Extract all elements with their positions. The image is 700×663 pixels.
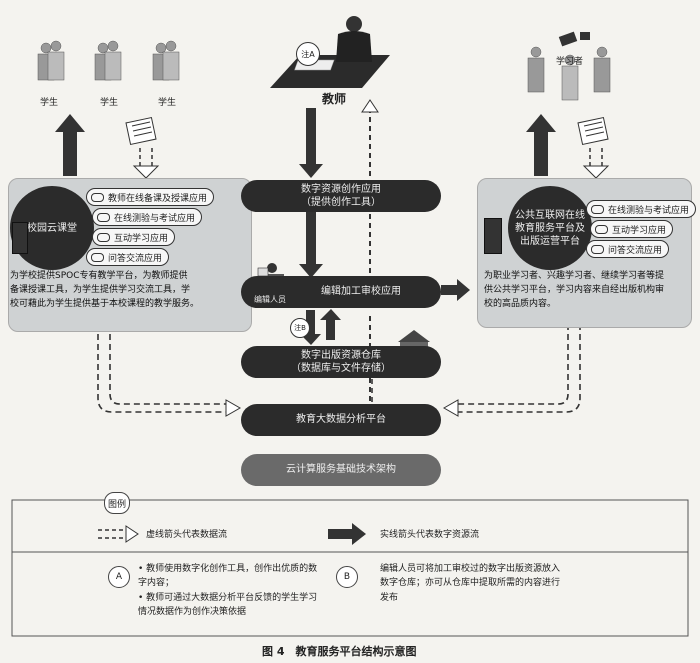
legend-dashed-text: 虚线箭头代表数据流 (146, 530, 228, 540)
arrow-head-teacher-down (299, 164, 323, 178)
student-label-2: 学生 (100, 98, 119, 108)
server-icon-left (12, 222, 28, 254)
left-app-3: 互动学习应用 (92, 228, 176, 246)
student-label-3: 学生 (158, 98, 177, 108)
right-app-3: 问答交流应用 (586, 240, 670, 258)
legend-note-b-marker: B (336, 566, 358, 588)
legend-note-b: 编辑人员可将加工审校过的数字出版资源放入 数字仓库；亦可从仓库中提取所需的内容进… (380, 564, 561, 603)
arrow-to-learners (534, 130, 548, 176)
app-icon (591, 204, 604, 214)
marker-a: 注A (296, 42, 320, 66)
app-icon (91, 192, 104, 202)
arrow-shaft-create-edit (306, 210, 316, 266)
app-icon (97, 232, 110, 242)
server-icon-right (484, 218, 502, 254)
legend-title: 图例 (104, 492, 130, 514)
arrow-shaft-teacher-down (306, 108, 316, 164)
left-disc-label: 校园云课堂 (27, 222, 77, 234)
editor-label: 编辑人员 (254, 295, 286, 304)
learners-group-icon (520, 30, 620, 110)
left-panel-description: 为学校提供SPOC专有教学平台，为教师提供 备课授课工具，为学生提供学习交流工具… (10, 271, 200, 309)
left-app-4: 问答交流应用 (86, 248, 170, 266)
analytics-bar: 教育大数据分析平台 (241, 404, 441, 436)
students-group-icon (28, 40, 198, 92)
right-app-2: 互动学习应用 (590, 220, 674, 238)
create-app-bar: 数字资源创作应用 （提供创作工具） (241, 180, 441, 212)
edit-app-bar: 编辑加工审校应用 (241, 276, 441, 308)
legend-dashed-arrow-icon (98, 525, 139, 543)
app-icon (595, 224, 608, 234)
learner-label: 学习者 (556, 57, 584, 67)
arrow-to-students (63, 130, 77, 176)
student-label-1: 学生 (40, 98, 59, 108)
legend-note-a: • 教师使用数字化创作工具，创作出优质的数 字内容； • 教师可通过大数据分析平… (138, 564, 318, 618)
left-app-1: 教师在线备课及授课应用 (86, 188, 215, 206)
left-app-2: 在线测验与考试应用 (92, 208, 203, 226)
arrow-head-create-edit (299, 264, 323, 278)
app-icon (97, 212, 110, 222)
figure-caption: 图 4 教育服务平台结构示意图 (262, 645, 417, 658)
right-panel-description: 为职业学习者、兴趣学习者、继续学习者等提 供公共学习平台，学习内容来自经出版机构… (484, 271, 665, 309)
form-icon-right (577, 116, 609, 146)
form-icon-left (125, 116, 157, 146)
dashed-head-teacher (361, 99, 379, 113)
app-icon (91, 252, 104, 262)
repository-bar: 数字出版资源仓库 （数据库与文件存储） (241, 346, 441, 378)
app-icon (591, 244, 604, 254)
legend-solid-arrow-icon (328, 523, 366, 545)
legend-note-a-marker: A (108, 566, 130, 588)
right-app-1: 在线测验与考试应用 (586, 200, 697, 218)
marker-b: 注B (290, 318, 310, 338)
right-panel-disc: 公共互联网在线教育服务平台及出版运营平台 (508, 186, 592, 270)
legend-frame (11, 499, 689, 637)
teacher-label: 教师 (322, 92, 347, 106)
legend-solid-text: 实线箭头代表数字资源流 (380, 530, 480, 540)
cloud-bar: 云计算服务基础技术架构 (241, 454, 441, 486)
